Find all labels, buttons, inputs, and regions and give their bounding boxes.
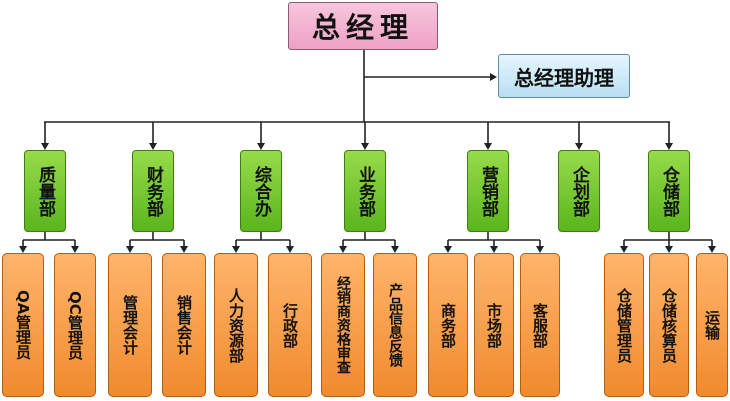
- unit-product-feedback: 产品信息反馈: [373, 253, 417, 397]
- unit-customer-service: 客服部: [520, 253, 560, 397]
- unit-arrowhead: [490, 246, 498, 253]
- dept-warehouse: 仓储部: [648, 150, 690, 232]
- dept-arrowhead: [41, 143, 49, 150]
- dept-general-office: 综合办: [240, 150, 282, 232]
- dept-arrowhead: [257, 143, 265, 150]
- unit-arrowhead: [180, 246, 188, 253]
- unit-arrowhead: [19, 246, 27, 253]
- dept-arrowhead: [484, 143, 492, 150]
- unit-arrowhead: [391, 246, 399, 253]
- unit-arrowhead: [536, 246, 544, 253]
- assistant-box: 总经理助理: [498, 54, 630, 98]
- unit-arrowhead: [232, 246, 240, 253]
- unit-administration: 行政部: [268, 253, 312, 397]
- dept-arrowhead: [361, 143, 369, 150]
- unit-arrowhead: [665, 246, 673, 253]
- dept-planning: 企划部: [558, 150, 600, 232]
- unit-arrowhead: [444, 246, 452, 253]
- unit-commerce: 商务部: [428, 253, 468, 397]
- unit-hr: 人力资源部: [214, 253, 258, 397]
- unit-warehouse-accountant: 仓储核算员: [649, 253, 689, 397]
- dept-finance: 财务部: [132, 150, 174, 232]
- ceo-box: 总经理: [288, 2, 438, 50]
- unit-transport: 运输: [696, 253, 728, 397]
- unit-sales-accounting: 销售会计: [162, 253, 206, 397]
- assistant-label: 总经理助理: [514, 65, 614, 90]
- dept-quality: 质量部: [24, 150, 66, 232]
- unit-qa-admin: QA管理员: [2, 253, 44, 397]
- unit-arrowhead: [620, 246, 628, 253]
- dept-business: 业务部: [344, 150, 386, 232]
- dept-arrowhead: [665, 143, 673, 150]
- unit-warehouse-admin: 仓储管理员: [604, 253, 644, 397]
- unit-arrowhead: [126, 246, 134, 253]
- dept-arrowhead: [575, 143, 583, 150]
- unit-arrowhead: [339, 246, 347, 253]
- unit-management-accounting: 管理会计: [108, 253, 152, 397]
- unit-dealer-review: 经销商资格审查: [321, 253, 365, 397]
- unit-arrowhead: [708, 246, 716, 253]
- unit-qc-admin: QC管理员: [54, 253, 96, 397]
- dept-arrowhead: [149, 143, 157, 150]
- dept-marketing: 营销部: [467, 150, 509, 232]
- unit-market: 市场部: [474, 253, 514, 397]
- unit-arrowhead: [286, 246, 294, 253]
- ceo-label: 总经理: [311, 11, 414, 44]
- unit-arrowhead: [71, 246, 79, 253]
- assistant-arrowhead: [490, 73, 497, 81]
